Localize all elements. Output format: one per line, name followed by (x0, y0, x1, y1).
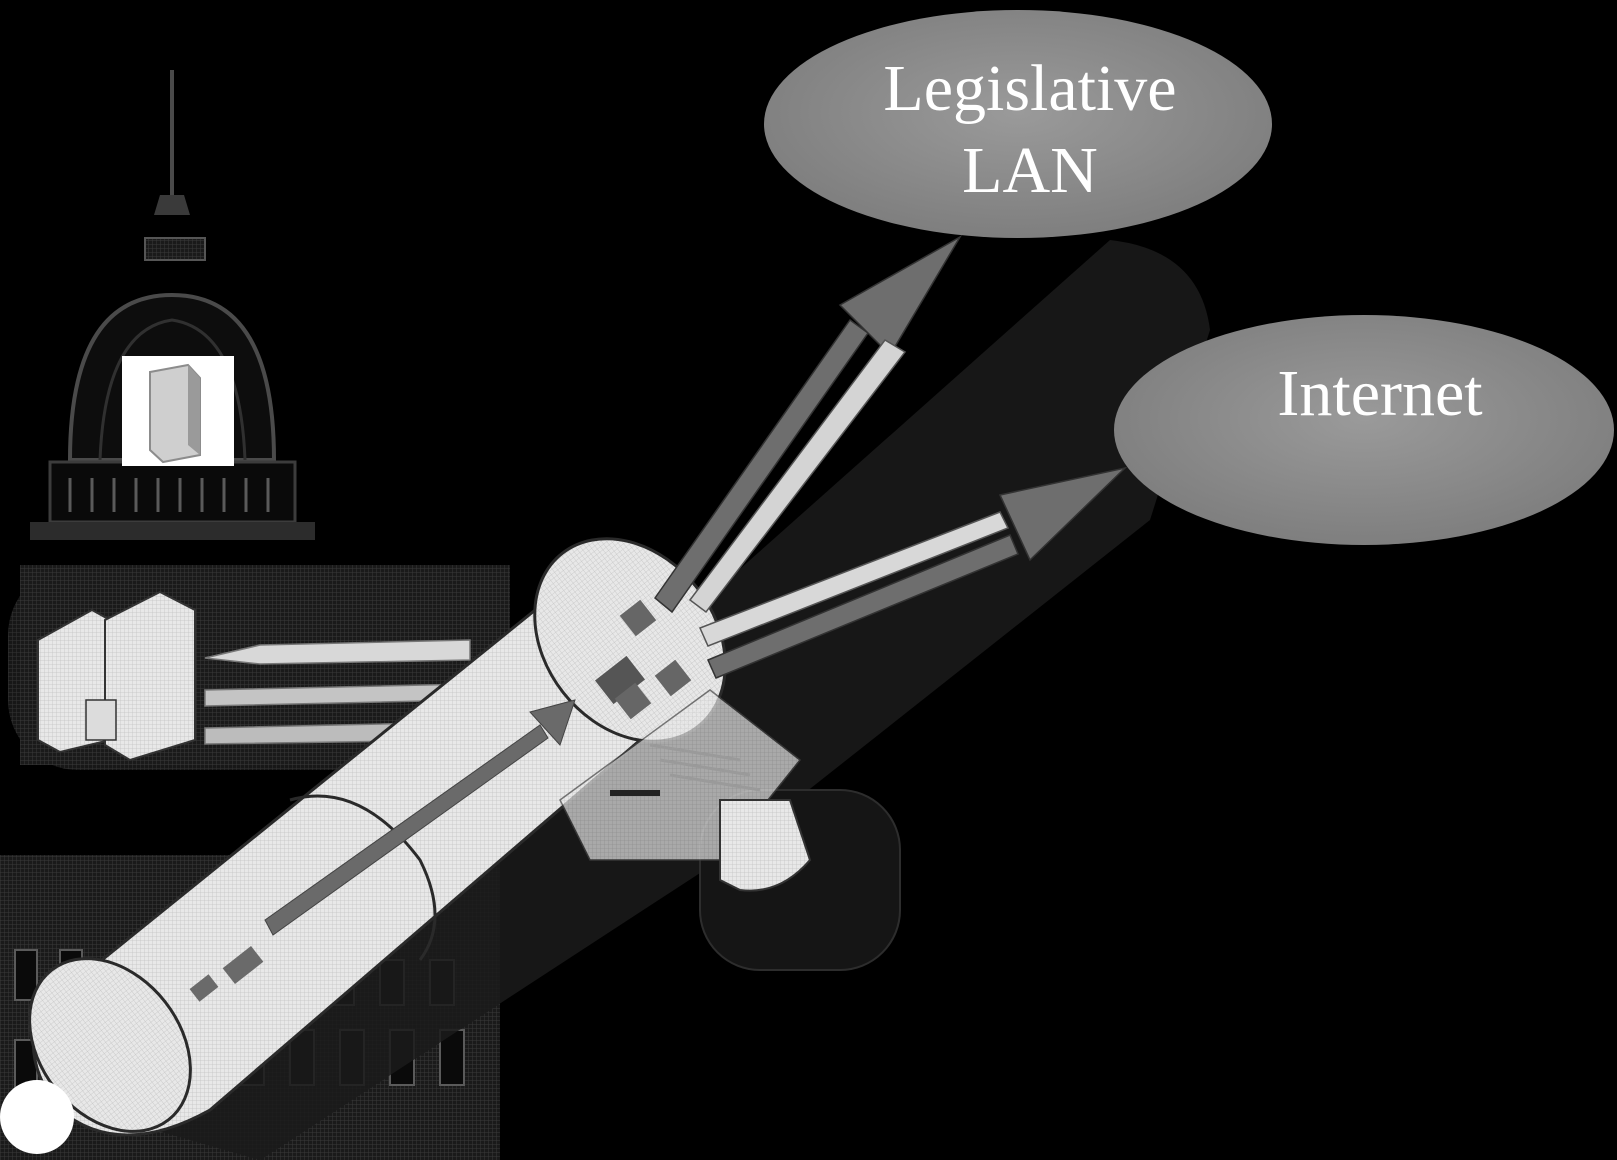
firewall-tube-icon (28, 537, 727, 1137)
legislative-lan-label-line1: Legislative (883, 52, 1176, 125)
internet-arrows (698, 466, 1128, 679)
legislative-lan-label-line2: LAN (962, 134, 1098, 207)
internet-node: Internet (1114, 315, 1614, 545)
corner-dot (0, 1080, 74, 1154)
internet-label: Internet (1277, 357, 1482, 430)
lan-arrows (653, 234, 963, 614)
server-icon (8, 565, 478, 770)
network-hub-icon (559, 689, 812, 892)
legislative-lan-node: Legislative LAN (764, 10, 1272, 238)
modem-icon (122, 356, 234, 466)
